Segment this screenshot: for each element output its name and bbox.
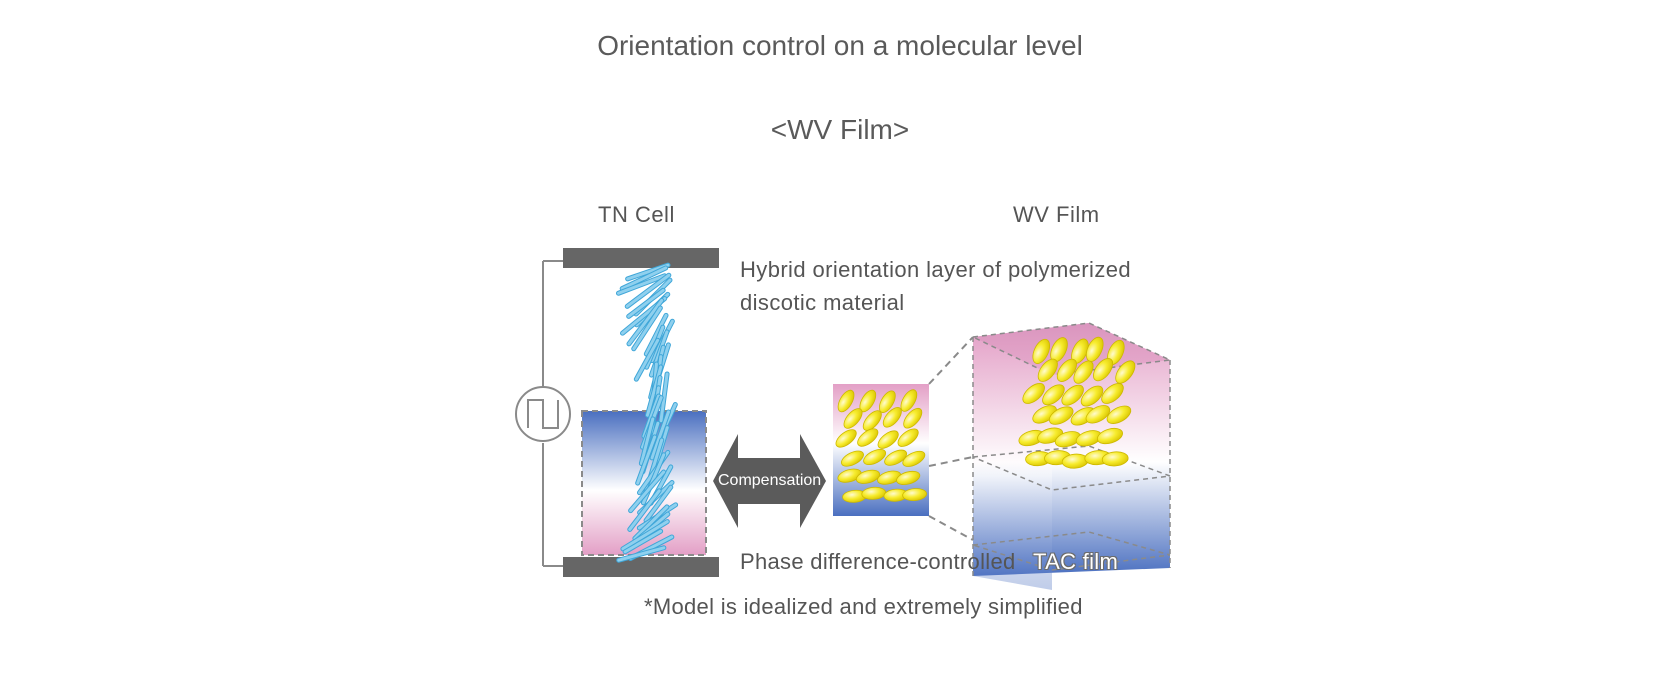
lc-rod [632,306,662,351]
lc-rod [634,338,660,381]
discotic-molecule [1101,383,1124,404]
lc-rod [627,298,664,346]
discotic-molecule [1037,358,1058,382]
discotic-molecule [1061,384,1084,406]
discotic-molecule [897,428,919,447]
lc-rod [627,288,665,318]
diagram-title: Orientation control on a molecular level [597,30,1083,61]
lc-rod [644,313,668,356]
tn-cell-label: TN Cell [598,202,675,227]
discotic-molecule [841,450,864,467]
discotic-molecule [1085,405,1111,424]
discotic-molecule [1032,338,1051,364]
lc-rod [616,274,667,295]
tac-film-caption: TAC film [1033,549,1119,574]
lc-rod [650,410,670,460]
liquid-crystal-molecules [615,262,679,563]
discotic-molecule [902,450,926,467]
double-arrow-icon [713,434,826,528]
discotic-molecule [835,429,857,448]
wv-film-label: WV Film [1013,202,1100,227]
lc-rod [646,365,663,417]
discotic-molecule [1080,385,1104,407]
discotic-molecule [900,389,918,412]
lc-rod [642,394,661,438]
lc-rod [659,372,669,423]
discotic-molecule [1056,358,1077,382]
lc-rod [639,417,655,465]
lc-rod [620,266,668,291]
footnote: *Model is idealized and extremely simpli… [644,594,1083,619]
discotic-molecule [903,407,923,429]
discotic-molecules-small [835,389,927,503]
discotic-molecule [1073,360,1094,384]
discotic-molecule [1093,358,1114,382]
phase-difference-caption: Phase difference-controlled [740,549,1016,574]
discotic-molecules-large [1018,336,1136,469]
zoom-lines [928,336,974,541]
top-electrode [563,248,719,268]
hybrid-layer-caption-line2: discotic material [740,290,905,315]
discotic-molecule [862,410,882,431]
lc-rod [617,546,666,562]
discotic-molecule [882,406,902,428]
discotic-molecule [877,430,899,449]
square-wave-icon [515,386,571,442]
discotic-molecule [855,469,881,484]
discotic-molecule [884,449,908,466]
lc-rod [623,529,663,554]
discotic-molecule [837,389,855,413]
lc-rod [636,435,657,485]
discotic-molecule [1022,383,1045,404]
compensation-label: Compensation [718,472,822,489]
circuit-wire [542,260,563,567]
lc-rod [621,520,669,551]
discotic-molecule [837,468,862,483]
discotic-molecule [843,408,863,429]
hybrid-layer-caption-line1: Hybrid orientation layer of polymerized [740,257,1131,282]
bottom-electrode [563,557,719,577]
discotic-molecule [1042,384,1065,406]
diagram-subtitle: <WV Film> [770,114,910,145]
discotic-molecule [902,488,927,502]
discotic-molecule [1115,360,1136,384]
discotic-molecule [1048,406,1074,425]
lc-rod [629,470,666,513]
discotic-molecule [879,390,896,413]
lc-rod [644,485,673,523]
discotic-molecule [1106,405,1132,424]
discotic-molecule [1097,427,1124,445]
lc-rod [625,273,671,308]
lc-rod [628,489,661,531]
lc-rod [633,505,669,540]
discotic-molecule [857,428,879,447]
discotic-molecule [1101,451,1129,467]
discotic-molecule [896,470,921,486]
discotic-molecule [863,448,887,466]
